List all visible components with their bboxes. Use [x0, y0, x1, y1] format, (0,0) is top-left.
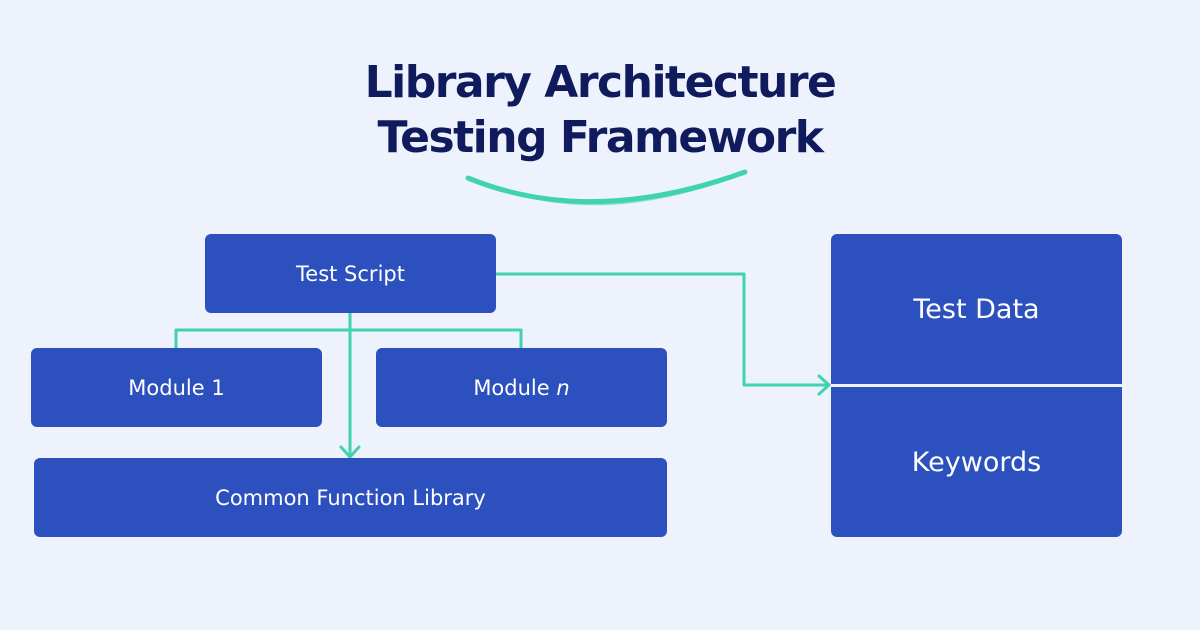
diagram-title: Library Architecture Testing Framework	[0, 55, 1200, 165]
module-n-label-suffix: n	[556, 375, 570, 400]
module-n-box: Module n	[376, 348, 667, 427]
test-script-box: Test Script	[205, 234, 496, 313]
connector-script-to-data	[494, 272, 831, 387]
module-n-label-prefix: Module	[473, 375, 550, 400]
title-line-1: Library Architecture	[364, 57, 837, 108]
common-function-library-box: Common Function Library	[34, 458, 667, 537]
keywords-label: Keywords	[911, 446, 1042, 478]
arrowhead-data	[817, 374, 831, 396]
arrowhead-library	[339, 445, 361, 459]
test-data-label: Test Data	[913, 294, 1040, 325]
module-1-label: Module 1	[128, 375, 225, 400]
test-data-cell: Test Data	[831, 234, 1122, 385]
underline-swoosh	[465, 169, 748, 206]
module-1-box: Module 1	[31, 348, 322, 427]
panel-divider	[831, 384, 1122, 387]
common-function-library-label: Common Function Library	[215, 485, 486, 510]
test-script-label: Test Script	[296, 261, 405, 286]
data-keywords-panel: Test Data Keywords	[831, 234, 1122, 537]
title-line-2: Testing Framework	[377, 112, 824, 163]
keywords-cell: Keywords	[831, 387, 1122, 537]
